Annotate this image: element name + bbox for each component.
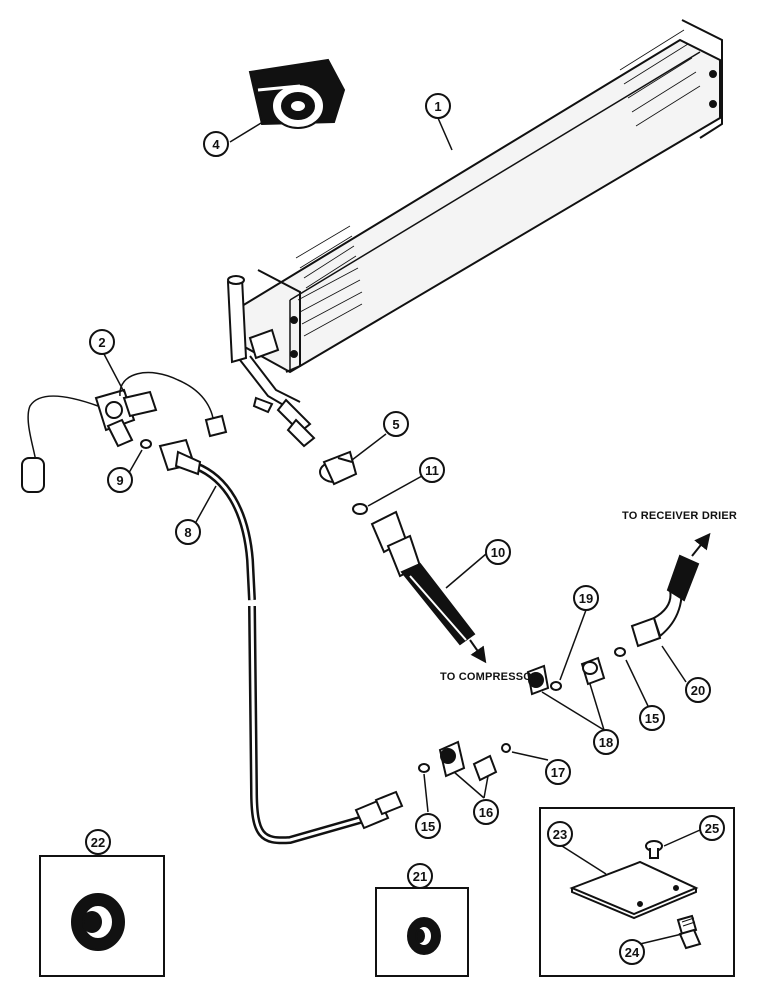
- svg-text:20: 20: [691, 683, 705, 698]
- callout-1: 1: [425, 93, 451, 119]
- svg-text:1: 1: [434, 99, 441, 114]
- callout-16: 16: [473, 799, 499, 825]
- hose-clamp: [319, 450, 358, 486]
- callout-9: 9: [107, 467, 133, 493]
- svg-text:4: 4: [212, 137, 220, 152]
- inset-box-23: [539, 807, 735, 977]
- note-to-compressor: TO COMPRESSOR: [440, 671, 540, 683]
- expansion-valve: [21, 371, 228, 493]
- svg-text:5: 5: [392, 417, 399, 432]
- to-compressor-arrow: [469, 639, 487, 664]
- callout-21: 21: [407, 863, 433, 889]
- callout-20: 20: [685, 677, 711, 703]
- callout-22: 22: [85, 829, 111, 855]
- svg-text:22: 22: [91, 835, 105, 850]
- svg-text:17: 17: [551, 765, 565, 780]
- svg-text:9: 9: [116, 473, 123, 488]
- callout-4: 4: [203, 131, 229, 157]
- svg-text:8: 8: [184, 525, 191, 540]
- svg-text:16: 16: [479, 805, 493, 820]
- inset-box-22: [39, 855, 165, 977]
- callout-19: 19: [573, 585, 599, 611]
- svg-text:15: 15: [645, 711, 659, 726]
- hose-assembly: [158, 438, 404, 845]
- suction-hose: [370, 510, 476, 646]
- callout-24: 24: [619, 939, 645, 965]
- bolt-24: [676, 914, 702, 950]
- svg-text:11: 11: [425, 463, 439, 478]
- callout-11: 11: [419, 457, 445, 483]
- callout-17: 17: [545, 759, 571, 785]
- callout-25: 25: [699, 815, 725, 841]
- svg-text:15: 15: [421, 819, 435, 834]
- callout-5: 5: [383, 411, 409, 437]
- to-receiver-drier-arrow: [691, 532, 711, 557]
- svg-text:18: 18: [599, 735, 613, 750]
- callout-2: 2: [89, 329, 115, 355]
- grommet-22: [71, 893, 125, 951]
- insulation-tape-roll: [248, 58, 346, 129]
- callout-8: 8: [175, 519, 201, 545]
- callout-15-upper: 15: [639, 705, 665, 731]
- svg-text:23: 23: [553, 827, 567, 842]
- cover-plate-23: [569, 860, 699, 920]
- svg-text:25: 25: [705, 821, 719, 836]
- grommet-21: [407, 917, 441, 955]
- o-ring-11: [352, 503, 368, 515]
- note-to-receiver-drier: TO RECEIVER DRIER: [622, 510, 737, 522]
- callout-18: 18: [593, 729, 619, 755]
- screw-25: [645, 840, 663, 859]
- svg-text:19: 19: [579, 591, 593, 606]
- svg-text:24: 24: [625, 945, 640, 960]
- receiver-drier-line: [630, 554, 700, 648]
- fittings-group: [140, 439, 626, 782]
- callout-23: 23: [547, 821, 573, 847]
- callout-10: 10: [485, 539, 511, 565]
- callout-15-lower: 15: [415, 813, 441, 839]
- svg-text:21: 21: [413, 869, 427, 884]
- svg-text:10: 10: [491, 545, 505, 560]
- evaporator-core: [226, 19, 723, 448]
- svg-text:2: 2: [98, 335, 105, 350]
- leader-lines: [103, 117, 701, 945]
